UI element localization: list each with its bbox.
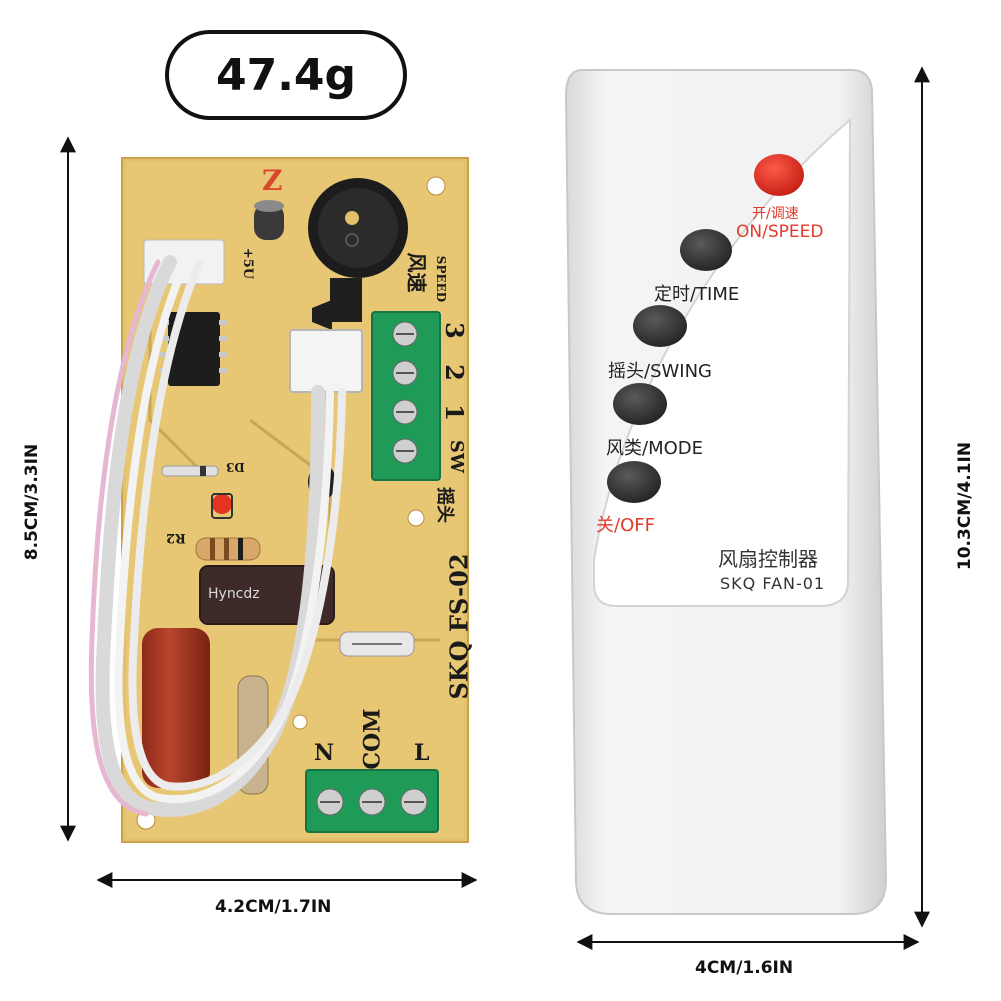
diode-d3 <box>161 465 219 477</box>
transistor <box>330 278 362 322</box>
time-button[interactable] <box>680 229 732 271</box>
ic-chip <box>168 312 220 386</box>
board-width-label: 4.2CM/1.7IN <box>215 897 332 917</box>
board-height-label: 8.5CM/3.3IN <box>22 443 42 561</box>
remote-title: 风扇控制器 <box>718 547 818 571</box>
board-speed-cn: 风速 <box>404 252 429 293</box>
swing-label: 摇头/SWING <box>608 361 713 382</box>
board-terminal-n: N <box>314 740 335 766</box>
board-r2-label: R2 <box>166 530 186 545</box>
on-speed-label-en: ON/SPEED <box>736 222 824 242</box>
board-sw-label: SW <box>446 439 468 474</box>
board-model: SKQ FS-02 <box>444 553 474 700</box>
board-terminal-com: COM <box>359 708 386 770</box>
mode-label: 风类/MODE <box>606 438 703 459</box>
on-speed-button[interactable] <box>754 154 804 196</box>
board-speed-en: SPEED <box>434 255 449 303</box>
remote-height-label: 10.3CM/4.1IN <box>955 441 975 571</box>
connector-mid <box>289 329 363 393</box>
off-button[interactable] <box>607 461 661 503</box>
mounting-hole <box>292 714 308 730</box>
wire-harness <box>88 255 346 817</box>
time-label: 定时/TIME <box>654 284 740 305</box>
board-terminal-1: 1 <box>439 404 469 421</box>
off-label: 关/OFF <box>596 515 655 536</box>
mounting-hole <box>426 176 446 196</box>
board-capacitor-brand: Hyncdz <box>208 586 260 602</box>
remote-width-label: 4CM/1.6IN <box>695 958 794 978</box>
swing-button[interactable] <box>633 305 687 347</box>
film-capacitor <box>142 628 210 788</box>
terminal-block-speed <box>371 311 441 481</box>
terminal-block-power <box>305 769 439 833</box>
board-buzzer-mark: Z <box>262 164 283 197</box>
weight-value: 47.4g <box>215 49 357 101</box>
board-terminal-3: 3 <box>439 322 469 339</box>
board-terminal-2: 2 <box>439 364 469 381</box>
remote-model: SKQ FAN-01 <box>720 574 826 593</box>
weight-badge: 47.4g <box>165 30 407 120</box>
mode-button[interactable] <box>613 383 667 425</box>
on-speed-label-cn: 开/调速 <box>752 206 799 222</box>
board-terminal-l: L <box>414 740 430 766</box>
board-swing-cn: 摇头 <box>434 487 455 523</box>
board-plus5v-label: +5U <box>240 247 256 280</box>
board-d3-label: D3 <box>226 460 245 474</box>
led-red <box>212 494 232 514</box>
mounting-hole <box>407 509 425 527</box>
electrolytic-capacitor-small <box>254 204 284 240</box>
